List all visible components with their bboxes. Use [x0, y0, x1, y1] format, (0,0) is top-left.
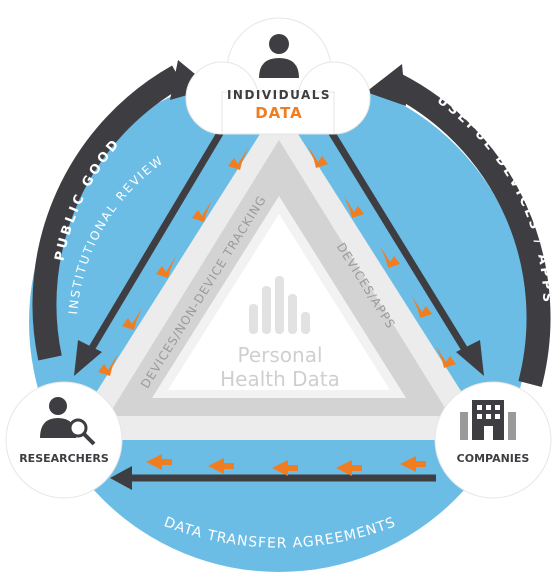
building-windows — [477, 405, 500, 440]
right-orange-arrows — [308, 146, 456, 368]
bottom-edge-arrowhead — [110, 466, 132, 490]
researcher-head — [49, 397, 67, 415]
window — [477, 405, 482, 410]
orange-arrow — [412, 296, 432, 318]
center-line1: Personal — [237, 343, 322, 367]
useful-devices-arrowhead — [366, 64, 406, 106]
right-dark-edge — [327, 128, 473, 360]
cloud-base — [221, 91, 335, 135]
window — [495, 414, 500, 419]
useful-devices-arc — [389, 73, 551, 388]
building-side — [460, 412, 468, 440]
researcher-body — [40, 418, 76, 438]
left-edge-arrowhead — [74, 340, 102, 376]
orange-arrow — [208, 458, 234, 474]
orange-arrow — [192, 200, 212, 222]
orange-arrow — [272, 460, 298, 476]
building-side — [508, 412, 516, 440]
bar-chart-bar — [249, 304, 258, 334]
orange-arrow — [344, 196, 364, 218]
window — [486, 414, 491, 419]
orange-arrow — [380, 246, 400, 268]
bar-chart-bar — [288, 294, 297, 334]
left-orange-arrows — [98, 148, 248, 376]
magnifier-lens — [68, 418, 88, 438]
researchers-node: RESEARCHERS — [5, 381, 123, 499]
bar-chart-bar — [262, 286, 271, 334]
cloud-shape — [185, 17, 371, 135]
individuals-label: INDIVIDUALS — [227, 88, 331, 102]
orange-arrow — [156, 256, 176, 278]
bar-chart-bar — [275, 276, 284, 334]
orange-arrow — [336, 460, 362, 476]
researcher-magnifier-icon — [40, 397, 96, 446]
orange-arrow — [228, 148, 248, 170]
bar-chart-icon — [249, 276, 310, 334]
companies-node: COMPANIES — [434, 381, 552, 499]
orange-arrow — [146, 454, 172, 470]
orange-arrow — [436, 346, 456, 368]
researchers-label: RESEARCHERS — [19, 452, 109, 465]
building-icon — [460, 400, 516, 440]
bottom-orange-arrows — [146, 454, 426, 476]
person-body — [259, 58, 299, 78]
bar-chart-bar — [301, 312, 310, 334]
left-dark-edge — [82, 128, 226, 360]
window — [495, 405, 500, 410]
person-icon — [259, 34, 299, 78]
public-good-arc — [32, 65, 184, 361]
orange-arrow — [308, 146, 328, 168]
orange-arrow — [400, 456, 426, 472]
researchers-circle — [5, 381, 123, 499]
window — [477, 414, 482, 419]
center-line2: Health Data — [220, 367, 340, 391]
orange-arrow — [98, 354, 118, 376]
door — [484, 426, 493, 440]
individuals-sublabel: DATA — [255, 104, 303, 122]
magnifier-handle — [82, 432, 96, 446]
individuals-node: INDIVIDUALS DATA — [185, 17, 371, 135]
window — [486, 405, 491, 410]
person-head — [269, 34, 289, 54]
companies-label: COMPANIES — [457, 452, 530, 465]
right-edge-arrowhead — [456, 340, 484, 376]
orange-arrow — [122, 308, 142, 330]
